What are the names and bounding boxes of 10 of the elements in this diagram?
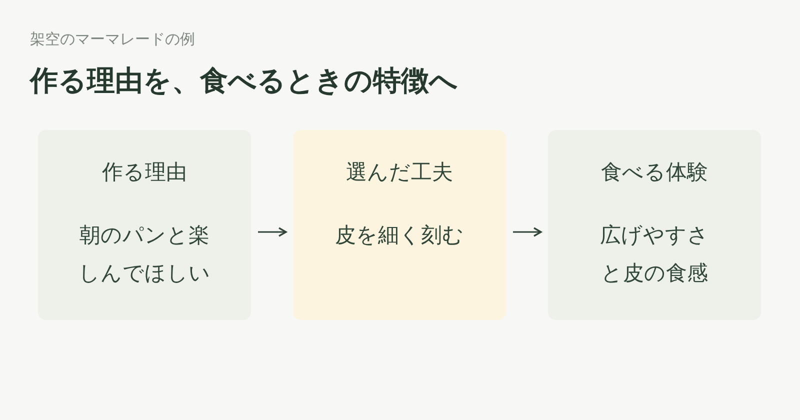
card-text: 広げやすさと皮の食感	[599, 222, 710, 287]
card-text: 朝のパンと楽しんでほしい	[78, 222, 212, 287]
card-text: 皮を細く刻む	[334, 222, 465, 249]
subtitle: 架空のマーマレードの例	[30, 30, 195, 49]
card-heading: 食べる体験	[600, 159, 709, 186]
arrow	[513, 227, 542, 237]
title: 作る理由を、食べるときの特徴へ	[30, 63, 458, 99]
arrow	[258, 227, 287, 237]
card-heading: 選んだ工夫	[345, 159, 454, 186]
card-heading: 作る理由	[101, 159, 188, 186]
